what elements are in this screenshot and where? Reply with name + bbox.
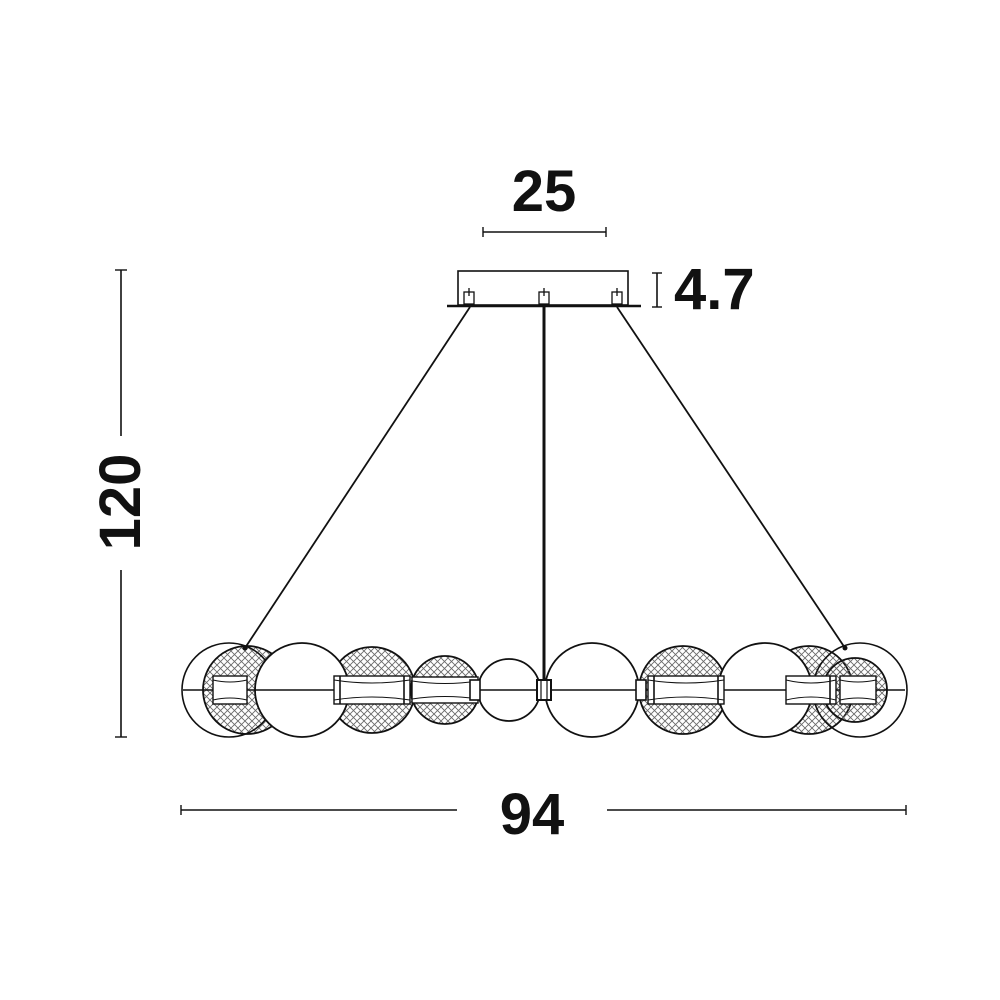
canopy-height-label: 4.7 <box>674 257 755 322</box>
tube-connector <box>333 675 411 705</box>
tube-connector <box>635 675 725 705</box>
tube-connector <box>411 676 481 704</box>
center-hub <box>536 679 552 701</box>
canopy-screw-left <box>463 288 475 305</box>
ring-width-dimension: 94 <box>180 782 907 847</box>
cable-attachment-left <box>242 645 248 651</box>
tube-connector <box>839 675 877 705</box>
globe-ring <box>181 642 908 738</box>
canopy-width-label: 25 <box>512 159 577 224</box>
canopy-screw-right <box>611 288 623 305</box>
ring-width-label: 94 <box>500 782 565 847</box>
cable-attachment-right <box>842 645 848 651</box>
cable-left <box>244 306 471 649</box>
canopy-screw-center <box>538 288 550 305</box>
suspension-cables <box>244 306 846 682</box>
total-height-dimension: 120 <box>88 269 153 738</box>
total-height-label: 120 <box>88 454 153 551</box>
canopy-width-dimension: 25 <box>482 159 607 237</box>
tube-connector <box>785 675 837 705</box>
tube-connector <box>212 675 248 705</box>
cable-right <box>616 306 846 649</box>
ceiling-canopy <box>447 270 641 308</box>
canopy-height-dimension: 4.7 <box>652 257 755 322</box>
